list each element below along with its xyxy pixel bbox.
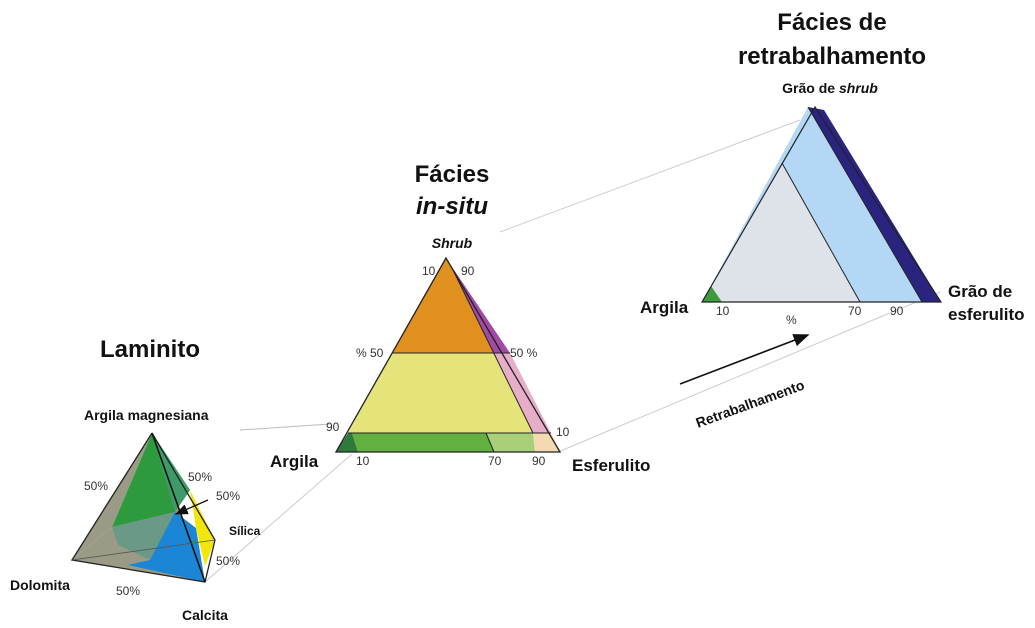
laminito-title: Laminito (100, 336, 200, 363)
insitu-base-axis-c: 90 (532, 454, 546, 468)
laminito-pct-right-mid: 50% (216, 489, 240, 503)
retrabalhamento-triangle (700, 105, 943, 303)
laminito-pct-right-top: 50% (188, 470, 212, 484)
laminito-face-top (112, 433, 190, 527)
connector-lines (204, 119, 941, 583)
laminito-vertex-right: Sílica (229, 524, 261, 538)
insitu-right-axis-mid: 50 % (510, 346, 538, 360)
retrabalhamento-arrow-label: Retrabalhamento (694, 377, 807, 431)
insitu-zone-green (352, 433, 494, 452)
retrab-vertex-right-line1: Grão de (948, 282, 1012, 301)
retrab-zone-green (702, 286, 722, 302)
retrab-zone-inner (702, 163, 860, 302)
insitu-zone-lightgreen (486, 433, 535, 452)
insitu-vertex-right: Esferulito (572, 456, 650, 475)
laminito-pct-left: 50% (84, 479, 108, 493)
insitu-vertex-left: Argila (270, 452, 319, 471)
insitu-left-axis-bottom: 90 (326, 420, 340, 434)
insitu-right-axis-bottom: 10 (556, 425, 570, 439)
retrab-base-axis-pct: % (786, 313, 797, 327)
retrab-vertex-right-line2: esferulito (948, 305, 1025, 324)
insitu-title-line1: Fácies (415, 161, 490, 188)
insitu-triangle (334, 256, 562, 453)
insitu-right-axis-top: 90 (461, 264, 475, 278)
insitu-base-axis-a: 10 (356, 454, 370, 468)
insitu-zone-peach (533, 433, 560, 452)
insitu-left-axis-mid: % 50 (356, 346, 384, 360)
retrab-title-line1: Fácies de (777, 9, 886, 36)
laminito-vertex-bottom: Calcita (182, 607, 228, 623)
insitu-zone-darkgreen (336, 433, 358, 452)
insitu-title-line2: in-situ (416, 193, 488, 220)
laminito-pct-right-low: 50% (216, 554, 240, 568)
laminito-face-top-right (152, 433, 190, 512)
laminito-face-center (112, 512, 175, 560)
retrab-base-axis-a: 10 (716, 304, 730, 318)
insitu-vertex-top: Shrub (432, 235, 473, 251)
retrab-base-axis-b: 70 (848, 304, 862, 318)
insitu-left-axis-top: 10 (422, 264, 436, 278)
laminito-pct-bottom: 50% (116, 584, 140, 598)
laminito-tetrahedron (70, 432, 216, 583)
laminito-vertex-top: Argila magnesiana (84, 407, 209, 423)
retrab-base-axis-c: 90 (890, 304, 904, 318)
insitu-zone-orange (392, 258, 494, 353)
insitu-base-axis-b: 70 (488, 454, 502, 468)
retrab-vertex-top: Grão de shrub (782, 80, 878, 96)
insitu-zone-yellow (348, 353, 533, 433)
retrabalhamento-arrow (679, 334, 810, 385)
laminito-vertex-left: Dolomita (10, 577, 70, 593)
retrab-vertex-left: Argila (640, 298, 689, 317)
insitu-zone-purple (446, 258, 510, 353)
retrab-title-line2: retrabalhamento (738, 43, 926, 70)
retrab-zone-dark (808, 107, 941, 302)
